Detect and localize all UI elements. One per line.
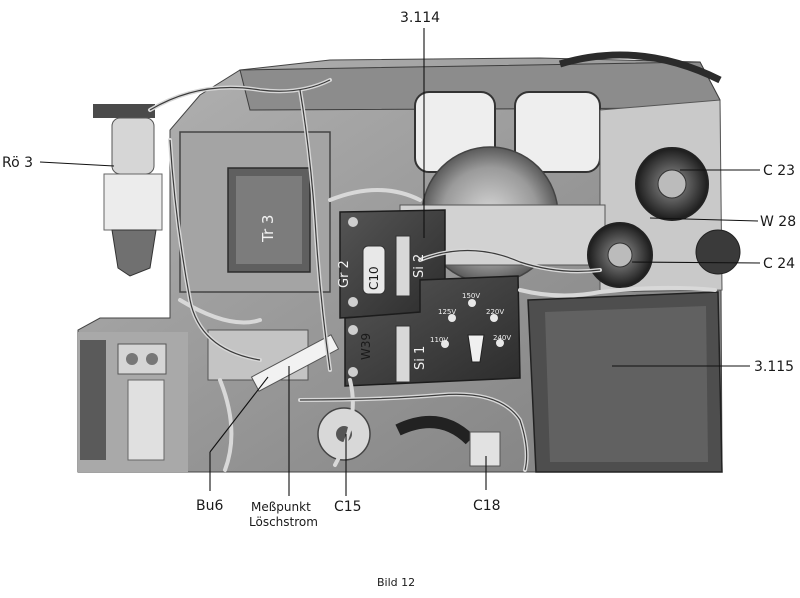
label-w39: W39 (359, 333, 373, 360)
label-3114: 3.114 (400, 10, 440, 26)
label-c18: C18 (473, 498, 501, 514)
label-tr3: Tr 3 (259, 215, 277, 243)
label-si2: Si 2 (412, 254, 427, 278)
leader-lines (39, 28, 761, 496)
voltage-150: 150V (462, 292, 480, 300)
tube-ro3 (93, 104, 163, 277)
voltage-125: 125V (438, 308, 456, 316)
photo (77, 51, 741, 473)
label-c10: C10 (367, 266, 381, 290)
voltage-220: 220V (486, 308, 504, 316)
pcb-lower (344, 275, 521, 387)
label-bu6: Bu6 (196, 498, 223, 514)
label-c15: C15 (334, 499, 362, 515)
leader-c24 (631, 261, 761, 264)
pot-c18 (395, 416, 501, 467)
transformer-tr3 (179, 131, 331, 293)
label-gr2: Gr 2 (337, 260, 352, 288)
pcb-upper (339, 209, 446, 319)
label-messpunkt: Meßpunkt (251, 500, 311, 514)
shield-box-3115 (527, 291, 723, 473)
label-c24: C 24 (763, 256, 795, 272)
pot-c15 (317, 407, 371, 461)
terminal-strip (78, 332, 188, 472)
leader-bu6-diag (209, 376, 269, 453)
capacitor-c24 (587, 222, 653, 288)
socket-bu6 (207, 329, 340, 392)
capacitor-c23 (635, 147, 709, 221)
label-c23: C 23 (763, 163, 795, 179)
leader-w28 (649, 217, 759, 222)
leader-ro3 (39, 161, 115, 167)
label-si1: Si 1 (413, 346, 428, 370)
voltage-240: 240V (493, 334, 511, 342)
label-w28: W 28 (760, 214, 796, 230)
label-ro3: Rö 3 (2, 155, 33, 171)
label-loeschstrom: Löschstrom (249, 515, 318, 529)
label-3115: 3.115 (754, 359, 794, 375)
figure-caption: Bild 12 (377, 576, 415, 589)
voltage-110: 110V (430, 336, 448, 344)
